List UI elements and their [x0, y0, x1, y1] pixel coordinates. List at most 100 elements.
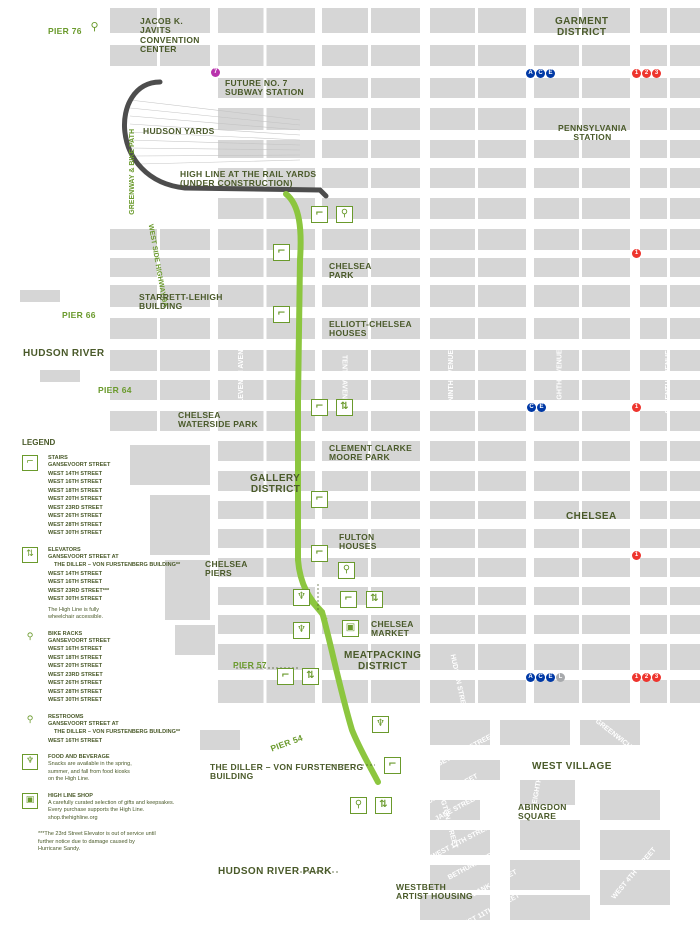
- city-block: [670, 258, 700, 277]
- city-block: [160, 350, 210, 371]
- city-block: [371, 45, 420, 66]
- restroom-icon[interactable]: ⚲: [338, 562, 355, 579]
- city-block: [640, 198, 667, 219]
- elevator-icon[interactable]: ⇅: [375, 797, 392, 814]
- city-block: [582, 258, 630, 277]
- greenway-label: GREENWAY & BIKE PATH: [129, 128, 137, 215]
- city-block: [510, 860, 580, 890]
- food-icon[interactable]: ♆: [372, 716, 389, 733]
- city-block: [430, 830, 490, 855]
- city-block: [218, 501, 264, 519]
- stairs-icon[interactable]: ⌐: [311, 399, 328, 416]
- legend-stairs: ⌐ STAIRS GANSEVOORT STREET WEST 14TH STR…: [22, 455, 207, 538]
- restroom-icon[interactable]: ⚲: [336, 206, 353, 223]
- city-block: [322, 318, 368, 339]
- city-block: [478, 318, 526, 339]
- city-block: [670, 108, 700, 130]
- food-icon[interactable]: ♆: [293, 622, 310, 639]
- city-block: [534, 350, 579, 371]
- chelsea-label: CHELSEA: [566, 511, 617, 522]
- city-block: [218, 380, 264, 400]
- city-block: [160, 411, 210, 431]
- city-block: [582, 78, 630, 98]
- chelsea-piers-label: CHELSEA PIERS: [205, 559, 248, 579]
- subway-e-14: E: [546, 673, 555, 682]
- city-block: [266, 501, 315, 519]
- subway-e-34: E: [546, 69, 555, 78]
- stairs-icon[interactable]: ⌐: [311, 206, 328, 223]
- chelsea-market-label: CHELSEA MARKET: [371, 619, 414, 639]
- pier57-label: PIER 57: [233, 660, 267, 670]
- elevator-icon[interactable]: ⇅: [366, 591, 383, 608]
- stairs-icon[interactable]: ⌐: [311, 491, 328, 508]
- city-block: [371, 558, 420, 577]
- elevator-icon[interactable]: ⇅: [336, 399, 353, 416]
- restroom-icon[interactable]: ⚲: [350, 797, 367, 814]
- city-block: [371, 380, 420, 400]
- city-block: [322, 78, 368, 98]
- city-block: [500, 720, 570, 745]
- stairs-icon[interactable]: ⌐: [311, 545, 328, 562]
- city-block: [371, 501, 420, 519]
- city-block: [160, 8, 210, 33]
- city-block: [430, 229, 475, 250]
- city-block: [218, 411, 264, 431]
- city-block: [478, 229, 526, 250]
- meatpacking-label: MEATPACKING DISTRICT: [344, 650, 422, 672]
- city-block: [110, 380, 157, 400]
- restroom-icon: ⚲: [26, 714, 34, 725]
- subway-3-34: 3: [652, 69, 661, 78]
- city-block: [478, 108, 526, 130]
- rail-yards: [129, 99, 301, 165]
- city-block: [218, 680, 264, 703]
- city-block: [534, 258, 579, 277]
- city-block: [430, 865, 490, 890]
- city-block: [218, 45, 264, 66]
- city-block: [534, 168, 579, 188]
- stairs-icon[interactable]: ⌐: [273, 306, 290, 323]
- city-block: [534, 45, 579, 66]
- stairs-icon[interactable]: ⌐: [384, 757, 401, 774]
- city-block: [110, 8, 157, 33]
- city-block: [640, 285, 667, 307]
- list-item: WEST 26TH STREET: [48, 513, 103, 519]
- city-block: [371, 471, 420, 491]
- food-icon[interactable]: ♆: [293, 589, 310, 606]
- city-block: [582, 644, 630, 670]
- city-block: [218, 229, 264, 250]
- city-block: [478, 644, 526, 670]
- stairs-icon[interactable]: ⌐: [277, 668, 294, 685]
- city-block: [478, 587, 526, 605]
- city-block: [322, 471, 368, 491]
- stairs-icon[interactable]: ⌐: [273, 244, 290, 261]
- city-block: [218, 78, 264, 98]
- city-block: [20, 290, 60, 302]
- bike-icon[interactable]: ⚲: [86, 20, 103, 37]
- elliott-label: ELLIOTT-CHELSEA HOUSES: [329, 319, 412, 339]
- city-block: [640, 380, 667, 400]
- elevator-icon[interactable]: ⇅: [302, 668, 319, 685]
- city-block: [478, 78, 526, 98]
- city-block: [582, 350, 630, 371]
- list-item: WEST 28TH STREET: [48, 688, 103, 695]
- stairs-icon[interactable]: ⌐: [340, 591, 357, 608]
- legend-food-note: Snacks are available in the spring, summ…: [48, 761, 132, 782]
- city-block: [600, 830, 670, 860]
- city-block: [322, 529, 368, 548]
- list-item: WEST 30TH STREET: [48, 697, 103, 703]
- city-block: [534, 644, 579, 670]
- subway-1-23: 1: [632, 403, 641, 412]
- pier64-label: PIER 64: [98, 385, 132, 395]
- street-w23: WEST 23RD STREET: [451, 404, 521, 411]
- city-block: [218, 471, 264, 491]
- garment-district-label: GARMENT DISTRICT: [555, 16, 609, 38]
- shop-icon[interactable]: ▣: [342, 620, 359, 637]
- list-item: THE DILLER – VON FURSTENBERG BUILDING**: [54, 729, 181, 735]
- legend-shop-note: A carefully curated selection of gifts a…: [48, 799, 175, 821]
- city-block: [478, 285, 526, 307]
- city-block: [478, 258, 526, 277]
- list-item: WEST 23RD STREET***: [48, 587, 110, 594]
- city-block: [670, 441, 700, 461]
- city-block: [371, 229, 420, 250]
- city-block: [582, 501, 630, 519]
